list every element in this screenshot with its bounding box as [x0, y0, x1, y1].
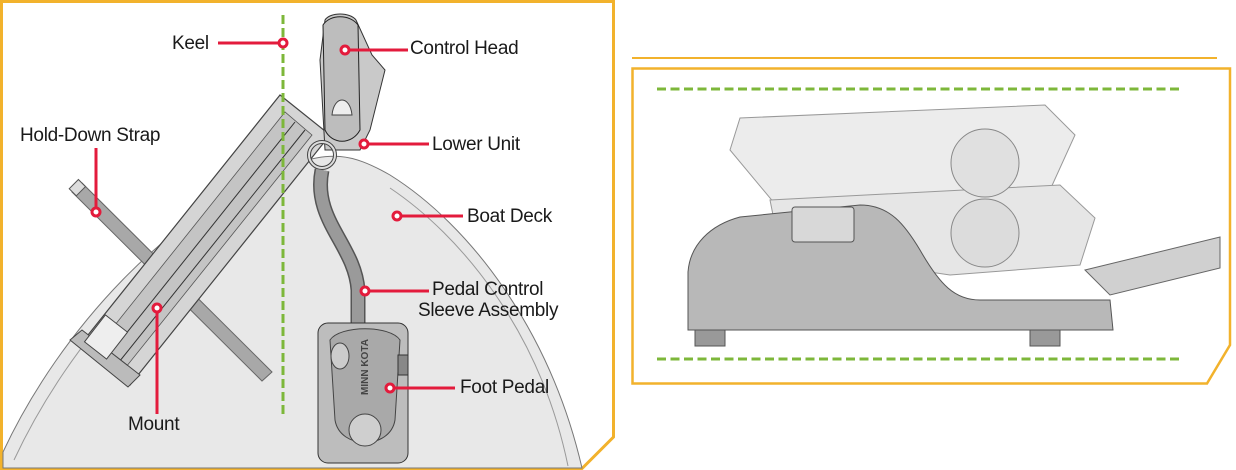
- label-control-head: Control Head: [410, 38, 519, 59]
- foot-pedal-side-view: [687, 104, 1221, 347]
- leader-lines: [90, 37, 463, 414]
- label-sleeve-assembly: Sleeve Assembly: [418, 300, 559, 321]
- label-pedal-control: Pedal Control: [432, 279, 544, 300]
- foot-pedal: [317, 322, 409, 464]
- label-hold-down-strap: Hold-Down Strap: [20, 125, 161, 146]
- label-mount: Mount: [128, 414, 180, 435]
- mount: [69, 94, 331, 388]
- pedal-brand-logo: MINN KOTA: [360, 339, 371, 395]
- sleeve-fill: [314, 168, 364, 325]
- control-head: [307, 13, 386, 170]
- boat-deck: [2, 155, 583, 469]
- label-boat-deck: Boat Deck: [467, 206, 552, 227]
- label-lower-unit: Lower Unit: [432, 134, 520, 155]
- label-keel: Keel: [172, 33, 209, 54]
- label-foot-pedal: Foot Pedal: [460, 377, 549, 398]
